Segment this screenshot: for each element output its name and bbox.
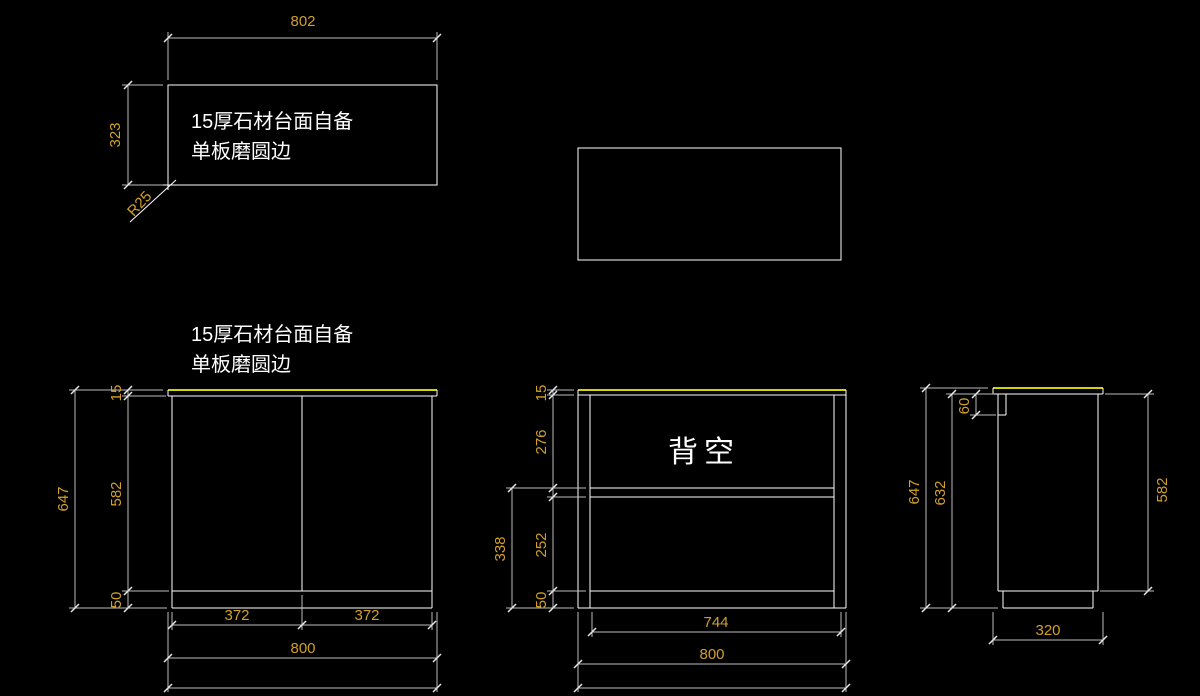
side-geometry <box>992 388 1104 609</box>
plan-note-line1: 15厚石材台面自备 <box>191 110 353 133</box>
side-apron-height-dim: 60 <box>956 398 973 415</box>
front-body-height-dim: 582 <box>108 481 125 506</box>
section-view: 背空 15 276 338 252 50 744 800 <box>492 385 851 693</box>
plan-note-line2: 单板磨圆边 <box>191 140 291 163</box>
side-dimension-lines <box>920 387 1154 645</box>
side-under-top-height-dim: 632 <box>932 480 949 505</box>
side-view: 647 632 60 582 320 <box>906 383 1171 645</box>
section-base-height-dim: 50 <box>533 592 550 609</box>
side-total-height-dim: 647 <box>906 479 923 504</box>
section-back-void-label: 背空 <box>668 436 740 469</box>
section-dimension-lines <box>506 389 847 692</box>
section-lower-overall-dim: 338 <box>492 536 509 561</box>
front-top-thickness-dim: 15 <box>108 385 125 402</box>
section-lower-space-dim: 252 <box>533 532 550 557</box>
front-dimension-ticks <box>70 385 442 693</box>
side-depth-dim: 320 <box>1035 622 1060 639</box>
plan-dimension-ticks <box>123 33 442 190</box>
front-base-height-dim: 50 <box>108 592 125 609</box>
front-note-line2: 单板磨圆边 <box>191 353 291 376</box>
front-door-left-dim: 372 <box>224 607 249 624</box>
plan-radius-label: R25 <box>124 188 155 220</box>
front-view: 15厚石材台面自备 单板磨圆边 647 15 582 50 372 372 80… <box>55 323 442 693</box>
plan-width-dim: 802 <box>290 13 315 30</box>
section-dimension-ticks <box>507 385 851 693</box>
front-door-right-dim: 372 <box>354 607 379 624</box>
plan-view: 802 323 R25 15厚石材台面自备 单板磨圆边 <box>107 13 442 223</box>
plan-dimension-lines <box>122 32 438 186</box>
section-upper-space-dim: 276 <box>533 429 550 454</box>
front-dimension-lines <box>69 389 438 692</box>
side-body-height-dim: 582 <box>1154 477 1171 502</box>
section-total-width-dim: 800 <box>699 646 724 663</box>
front-total-width-dim: 800 <box>290 640 315 657</box>
section-top-thickness-dim: 15 <box>533 385 550 402</box>
front-total-height-dim: 647 <box>55 486 72 511</box>
plan-depth-dim: 323 <box>107 122 124 147</box>
top-plan-outline <box>577 147 842 261</box>
front-note-line1: 15厚石材台面自备 <box>191 323 353 346</box>
top-plan-rectangle <box>577 147 842 261</box>
side-dimension-ticks <box>921 383 1153 645</box>
plan-geometry <box>129 84 438 223</box>
section-inner-width-dim: 744 <box>703 614 728 631</box>
front-geometry <box>167 390 438 609</box>
section-geometry <box>577 390 847 609</box>
